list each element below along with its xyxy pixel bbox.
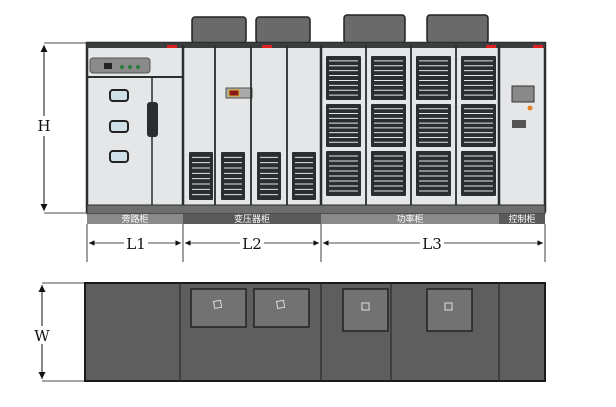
section-band: 旁路柜 变压器柜 功率柜 控制柜 bbox=[87, 213, 545, 225]
louver bbox=[461, 56, 496, 100]
roof-fan bbox=[191, 16, 247, 44]
louver bbox=[221, 152, 245, 200]
louver bbox=[371, 104, 406, 147]
control-panel bbox=[89, 57, 151, 74]
roof-fan bbox=[343, 14, 406, 44]
louver bbox=[326, 56, 361, 100]
l1-label: L1 bbox=[126, 235, 146, 253]
top-view bbox=[84, 282, 546, 382]
ventilation-louvers bbox=[189, 56, 496, 200]
l2-label: L2 bbox=[242, 235, 262, 253]
louver bbox=[416, 56, 451, 100]
meter-window bbox=[109, 89, 129, 102]
louver bbox=[461, 151, 496, 196]
louver bbox=[326, 104, 361, 147]
meter-window bbox=[109, 120, 129, 133]
louver bbox=[189, 152, 213, 200]
meter-window bbox=[109, 150, 129, 163]
width-dimension: W bbox=[30, 282, 85, 382]
louver bbox=[371, 151, 406, 196]
height-dimension: H bbox=[34, 42, 87, 214]
section-label-transformer: 变压器柜 bbox=[234, 213, 270, 225]
louver bbox=[326, 151, 361, 196]
l3-label: L3 bbox=[422, 235, 442, 253]
door-handle bbox=[147, 102, 158, 137]
length-dimensions bbox=[86, 224, 546, 262]
louver bbox=[257, 152, 281, 200]
louver bbox=[416, 151, 451, 196]
roof-fan bbox=[255, 16, 311, 44]
roof-fans bbox=[191, 14, 489, 44]
louver bbox=[371, 56, 406, 100]
section-label-bypass: 旁路柜 bbox=[121, 213, 148, 225]
section-label-power: 功率柜 bbox=[396, 213, 423, 225]
louver bbox=[292, 152, 316, 200]
section-label-control: 控制柜 bbox=[508, 213, 535, 225]
roof-fan bbox=[426, 14, 489, 44]
louver bbox=[461, 104, 496, 147]
louver bbox=[416, 104, 451, 147]
height-label: H bbox=[37, 117, 50, 135]
width-label: W bbox=[34, 327, 50, 345]
